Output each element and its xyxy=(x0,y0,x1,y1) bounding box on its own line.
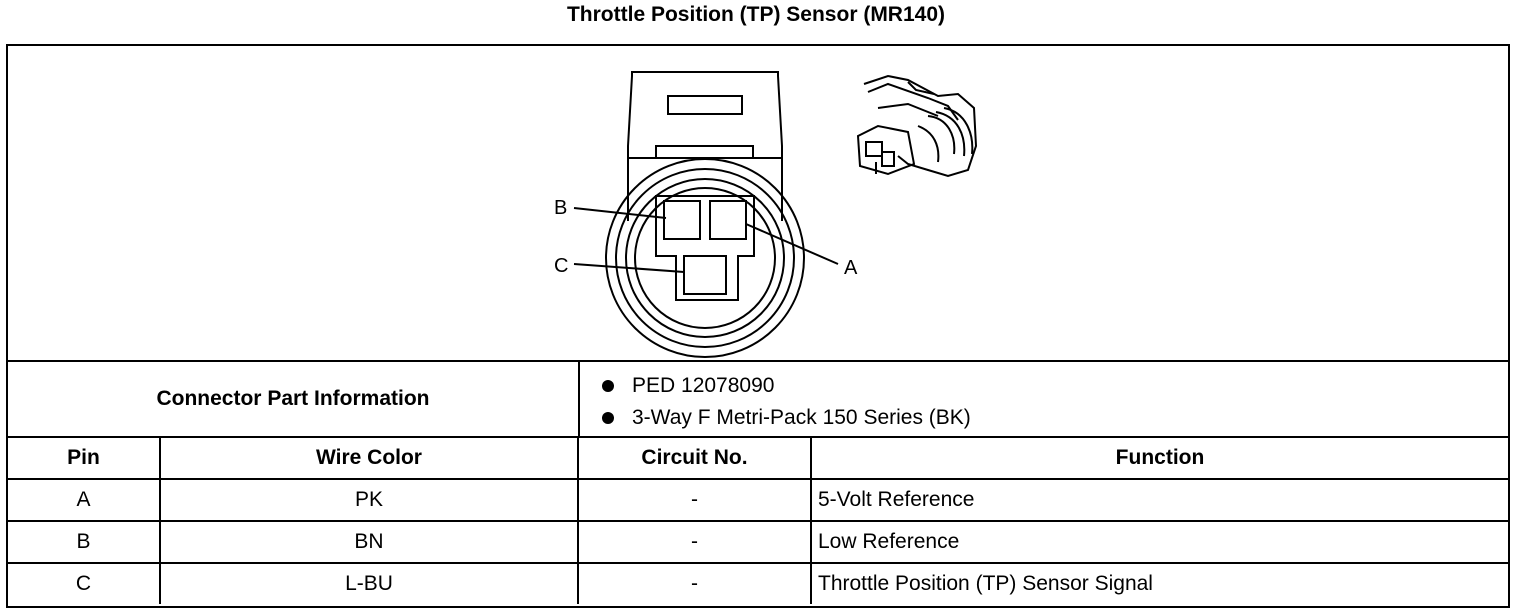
connector-part-info: Connector Part Information PED 12078090 … xyxy=(8,362,1508,438)
part-info-item: PED 12078090 xyxy=(580,370,971,402)
connector-part-info-label: Connector Part Information xyxy=(8,362,580,436)
part-number: PED 12078090 xyxy=(632,374,775,397)
table-row: B BN - Low Reference xyxy=(8,520,1508,564)
part-description: 3-Way F Metri-Pack 150 Series (BK) xyxy=(632,406,971,429)
bullet-icon xyxy=(602,412,614,424)
cell-pin: A xyxy=(8,478,161,522)
pin-label-b: B xyxy=(554,197,567,219)
cell-function: Throttle Position (TP) Sensor Signal xyxy=(810,562,1508,604)
connector-drawing: B C A xyxy=(554,71,978,358)
cell-wire-color: PK xyxy=(159,478,579,522)
pin-label-c: C xyxy=(554,255,568,277)
connector-iso-view xyxy=(856,74,978,178)
cell-circuit: - xyxy=(577,562,812,604)
header-circuit: Circuit No. xyxy=(577,438,812,480)
table-header-row: Pin Wire Color Circuit No. Function xyxy=(8,438,1508,480)
terminal-c xyxy=(683,255,727,295)
header-wire-color: Wire Color xyxy=(159,438,579,480)
connector-part-info-list: PED 12078090 3-Way F Metri-Pack 150 Seri… xyxy=(580,370,971,434)
terminal-a xyxy=(709,200,747,240)
cell-circuit: - xyxy=(577,478,812,522)
connector-diagram: B C A xyxy=(8,46,1508,362)
table-row: A PK - 5-Volt Reference xyxy=(8,478,1508,522)
pinout-table: Pin Wire Color Circuit No. Function A PK… xyxy=(8,438,1508,604)
page-title: Throttle Position (TP) Sensor (MR140) xyxy=(566,3,946,26)
cell-circuit: - xyxy=(577,520,812,564)
connector-card: B C A Connector Part Information xyxy=(6,44,1510,608)
table-row: C L-BU - Throttle Position (TP) Sensor S… xyxy=(8,562,1508,604)
cell-wire-color: L-BU xyxy=(159,562,579,604)
latch-window xyxy=(667,95,743,115)
bullet-icon xyxy=(602,380,614,392)
header-function: Function xyxy=(810,438,1508,480)
cell-wire-color: BN xyxy=(159,520,579,564)
cell-pin: C xyxy=(8,562,161,604)
header-pin: Pin xyxy=(8,438,161,480)
outer-ring xyxy=(605,158,805,358)
pin-label-a: A xyxy=(844,257,858,279)
cell-pin: B xyxy=(8,520,161,564)
terminal-b xyxy=(663,200,701,240)
cell-function: 5-Volt Reference xyxy=(810,478,1508,522)
cell-function: Low Reference xyxy=(810,520,1508,564)
terminal-cavity xyxy=(655,195,755,301)
part-info-item: 3-Way F Metri-Pack 150 Series (BK) xyxy=(580,402,971,434)
